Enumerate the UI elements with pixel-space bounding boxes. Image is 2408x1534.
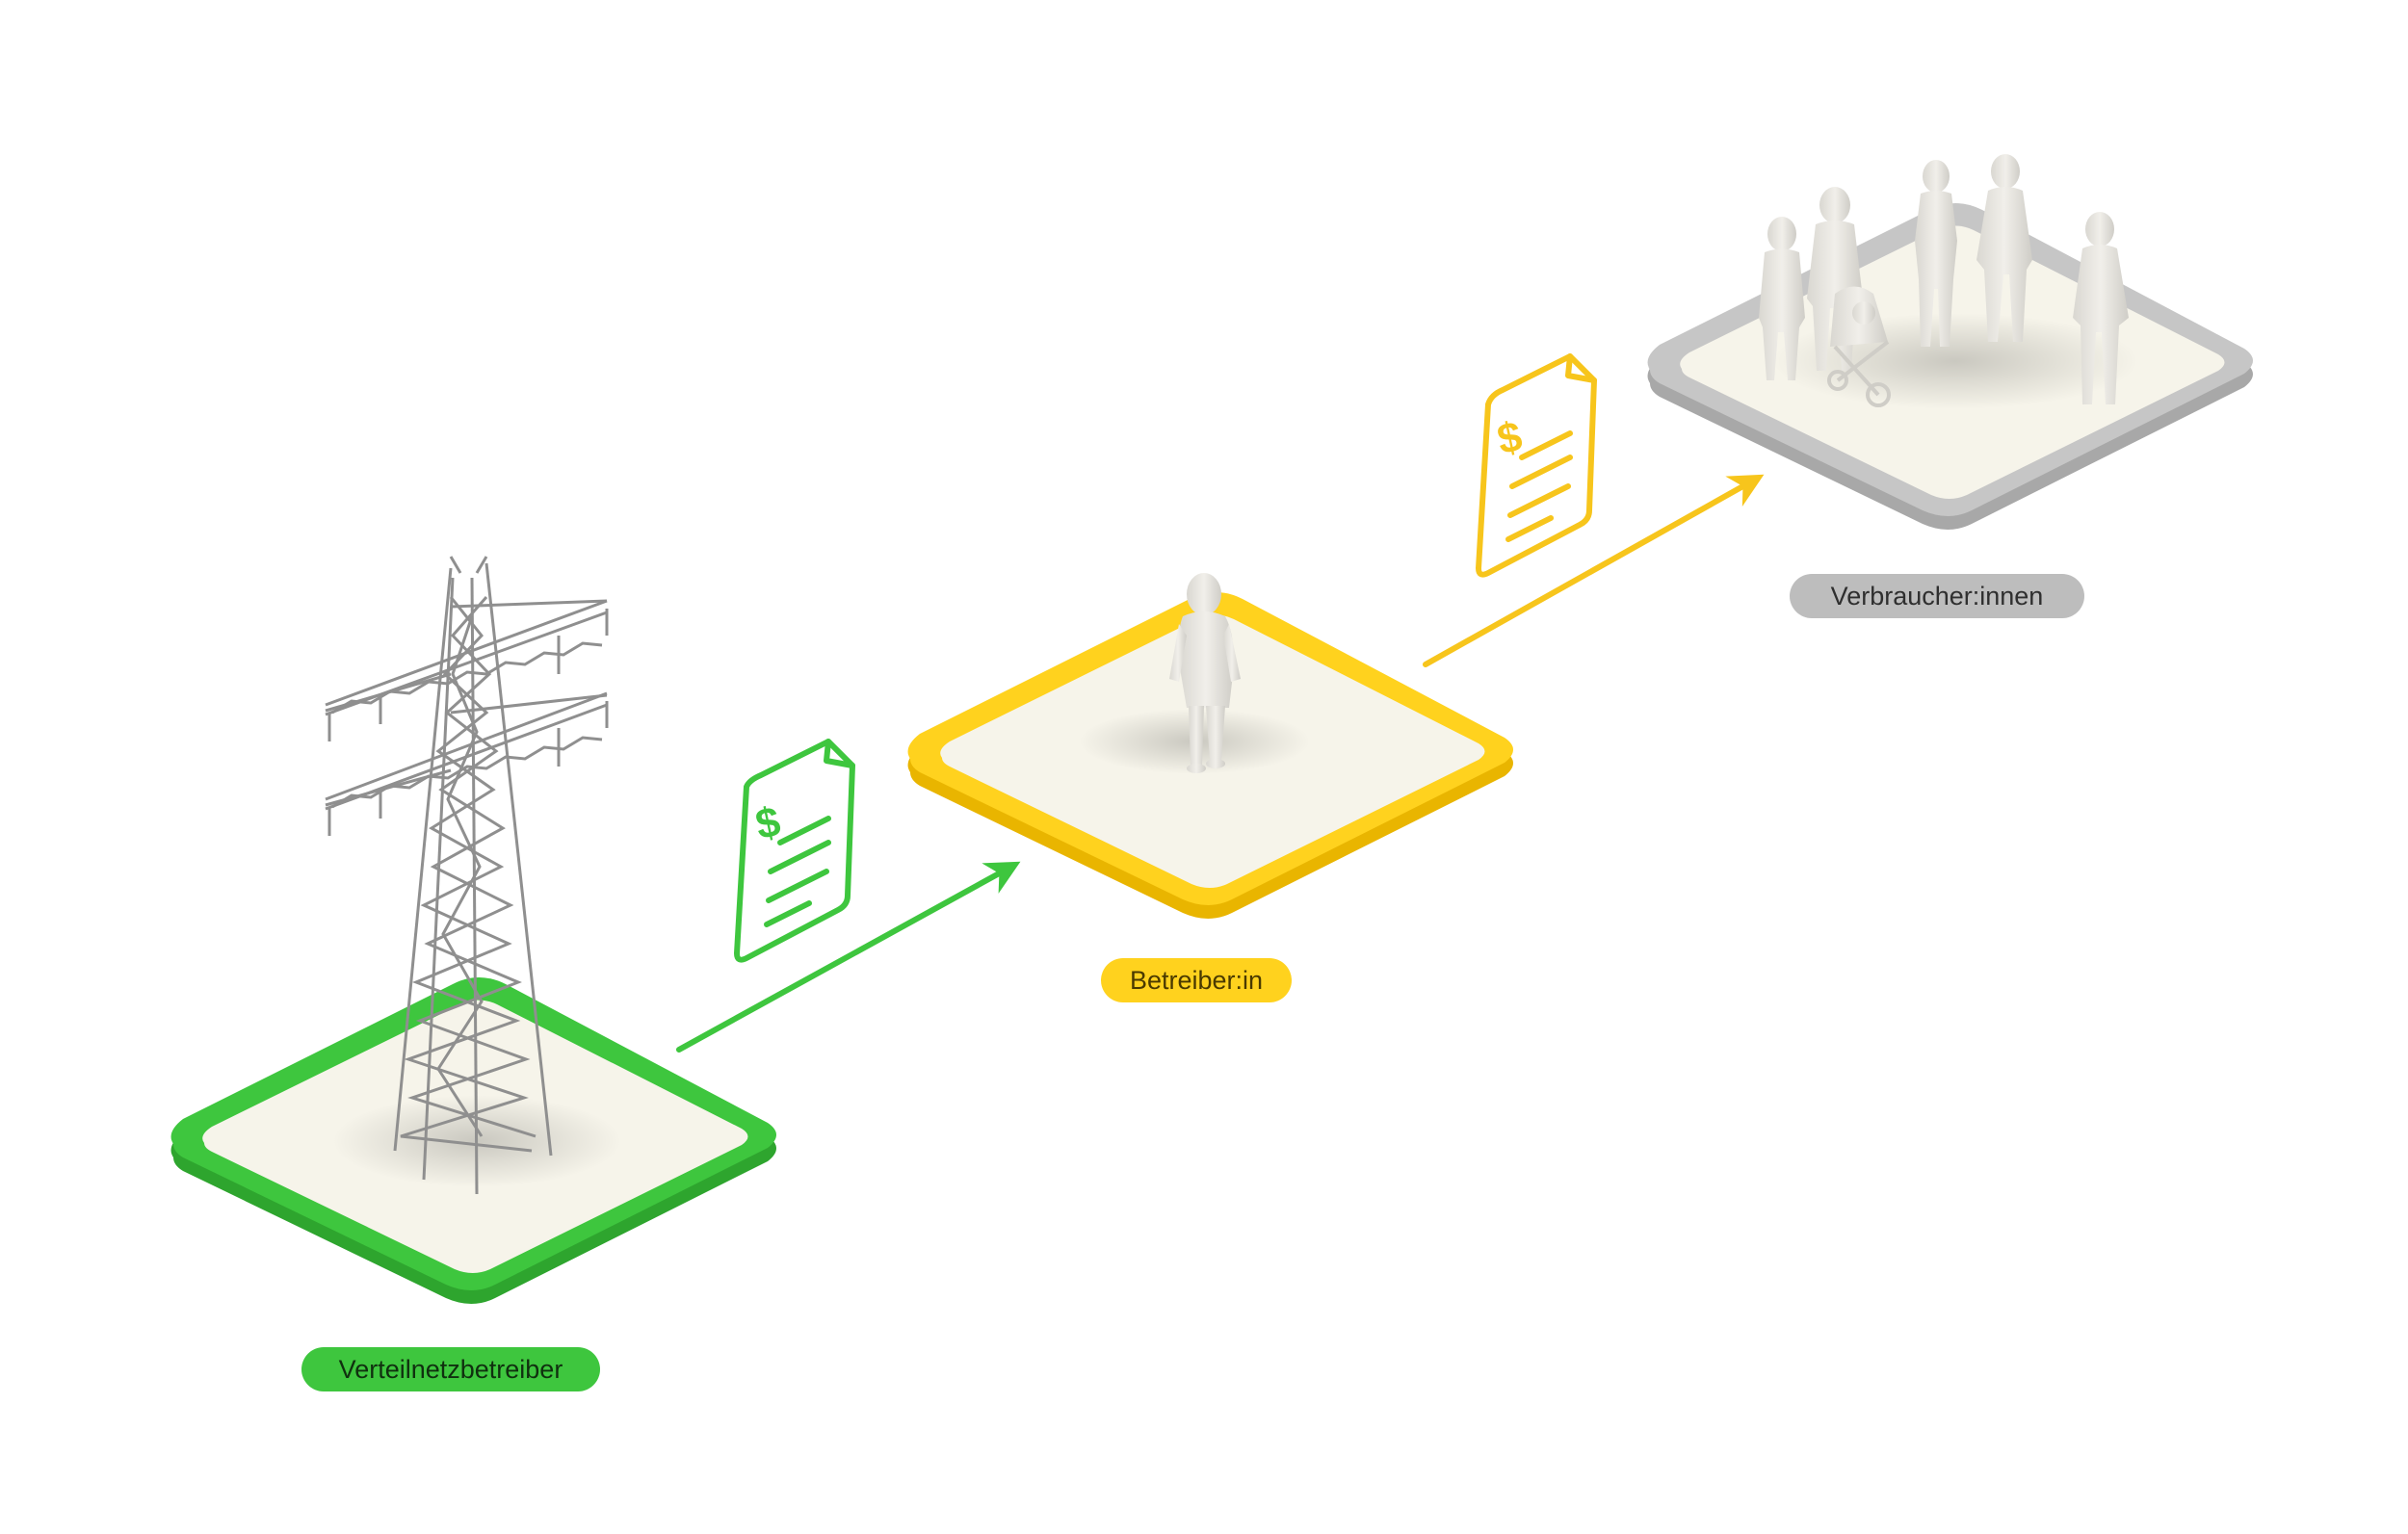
platform-distribution xyxy=(170,977,777,1304)
person-icon xyxy=(1169,573,1241,773)
invoice-symbol-yellow: $ xyxy=(1493,413,1526,464)
label-operator: Betreiber:in xyxy=(1101,958,1292,1002)
people-group-icon xyxy=(1759,154,2129,407)
invoice-dollar-icon-green xyxy=(734,739,855,963)
power-pylon-icon xyxy=(325,556,609,1195)
stroller-icon xyxy=(1827,286,1891,407)
label-consumers: Verbraucher:innen xyxy=(1790,574,2084,618)
invoice-dollar-icon-yellow xyxy=(1476,353,1597,578)
flow-operator-to-consumers: $ xyxy=(1423,353,1765,667)
flow-distribution-to-operator: $ xyxy=(676,739,1021,1053)
label-distribution-operator: Verteilnetzbetreiber xyxy=(301,1347,600,1391)
invoice-symbol-green: $ xyxy=(751,798,784,849)
arrow-yellow xyxy=(1423,474,1765,667)
arrow-green xyxy=(676,861,1021,1053)
